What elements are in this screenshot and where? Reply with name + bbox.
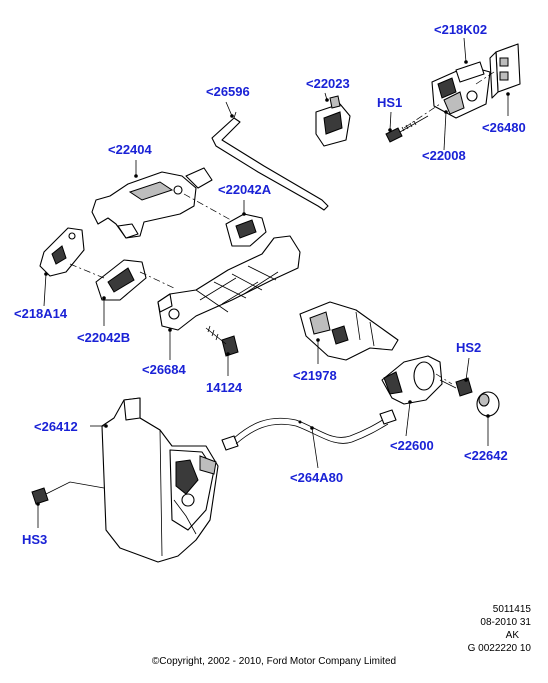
part-218A14-endcap: [39, 227, 85, 277]
part-26684-frame: [157, 235, 301, 331]
callout-26684: <26684: [142, 362, 186, 377]
callout-218A14: <218A14: [14, 306, 68, 321]
screw-HS3: [31, 481, 105, 505]
callout-14124: 14124: [206, 380, 243, 395]
part-22008-latch: [431, 61, 491, 119]
callout-22404: <22404: [108, 142, 152, 157]
callout-HS2: HS2: [456, 340, 482, 355]
copyright-notice: ©Copyright, 2002 - 2010, Ford Motor Comp…: [151, 656, 397, 667]
callout-22008: <22008: [422, 148, 466, 163]
part-22023-clip: [315, 95, 351, 147]
reference-code: AK: [505, 630, 519, 641]
callout-26412: <26412: [34, 419, 78, 434]
callout-21978: <21978: [293, 368, 337, 383]
part-26596-rod: [211, 111, 329, 211]
part-22642-cap: [476, 391, 500, 417]
screw-14124: [205, 325, 239, 357]
part-264A80-cable: [221, 409, 397, 451]
callout-HS3: HS3: [22, 532, 48, 547]
part-22404-handle: [91, 167, 213, 239]
screw-HS2: [439, 377, 473, 397]
part-22600-inner-handle: [381, 355, 443, 405]
part-22042B-gasket: [95, 259, 147, 301]
part-218K02-bracket: [489, 43, 521, 99]
callout-22023: <22023: [306, 76, 350, 91]
screw-HS1: [385, 115, 429, 143]
callout-22600: <22600: [390, 438, 434, 453]
callout-leaders: [36, 37, 510, 528]
callout-HS1: HS1: [377, 95, 403, 110]
callout-22042B: <22042B: [77, 330, 131, 345]
callout-26480: <26480: [482, 120, 526, 135]
part-26412-lock: [101, 397, 219, 563]
reference-drawing-id: G 0022220 10: [467, 643, 531, 654]
callout-26596: <26596: [206, 84, 250, 99]
callout-22642: <22642: [464, 448, 508, 463]
reference-date: 08-2010 31: [480, 617, 531, 628]
callout-218K02: <218K02: [434, 22, 488, 37]
reference-number: 5011415: [492, 604, 531, 615]
part-21978-bracket: [299, 301, 399, 361]
callout-22042A: <22042A: [218, 182, 272, 197]
callout-264A80: <264A80: [290, 470, 344, 485]
part-22042A-gasket: [225, 213, 267, 247]
